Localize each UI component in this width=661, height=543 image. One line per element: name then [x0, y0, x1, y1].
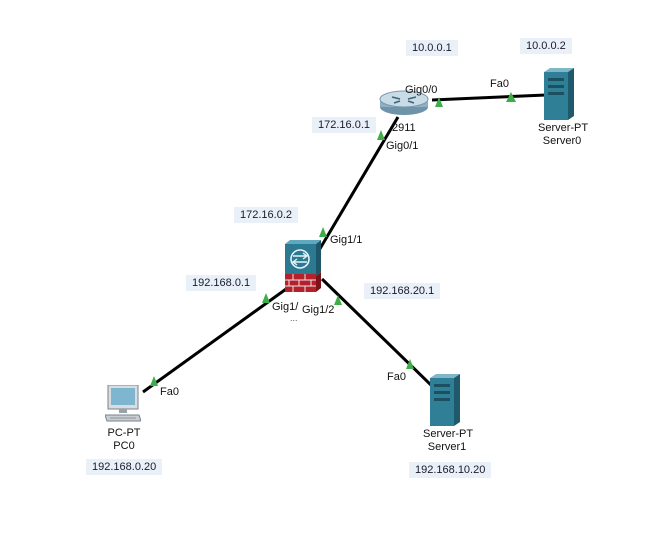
link-router-firewall[interactable]	[316, 116, 400, 253]
pc0-model: PC-PT	[107, 427, 141, 439]
port-router-gig00: Gig0/0	[405, 84, 438, 96]
server1-icon[interactable]	[430, 374, 460, 426]
server0-icon[interactable]	[544, 68, 574, 120]
port-server0-fa0: Fa0	[490, 78, 509, 90]
port-router-gig01: Gig0/1	[386, 140, 419, 152]
server1-label: Server-PT Server1	[423, 428, 474, 454]
server0-model: Server-PT	[538, 122, 589, 134]
link-status-router-gig01	[377, 130, 385, 140]
link-firewall-pc0[interactable]	[142, 277, 301, 394]
port-pc0-fa0: Fa0	[160, 386, 179, 398]
address-router-gig01: 172.16.0.1	[312, 117, 376, 133]
pc0-icon[interactable]	[104, 384, 142, 425]
address-firewall-gig11: 172.16.0.2	[234, 207, 298, 223]
link-router-server0[interactable]	[431, 93, 547, 102]
link-status-firewall-gig12	[334, 295, 342, 305]
address-pc0: 192.168.0.20	[86, 459, 163, 475]
server1-name: Server1	[427, 441, 467, 453]
pc0-label: PC-PT PC0	[104, 427, 144, 453]
address-firewall-gig12: 192.168.20.1	[364, 283, 441, 299]
address-server1: 192.168.10.20	[409, 462, 492, 478]
server0-label: Server-PT Server0	[538, 122, 589, 148]
router-model-label: 2911	[392, 122, 416, 134]
address-router-gig00: 10.0.0.1	[406, 40, 458, 56]
link-status-firewall-gig1x	[262, 293, 270, 303]
firewall-label-fragment: ...	[290, 313, 298, 323]
port-server1-fa0: Fa0	[387, 371, 406, 383]
link-status-pc0-fa0	[150, 376, 158, 386]
port-firewall-gig1x: Gig1/	[272, 301, 299, 313]
link-status-firewall-gig11	[319, 227, 327, 237]
port-firewall-gig12: Gig1/2	[302, 304, 335, 316]
link-status-server1-fa0	[406, 359, 414, 369]
port-firewall-gig11: Gig1/1	[330, 234, 363, 246]
server0-name: Server0	[542, 135, 582, 147]
router-icon[interactable]	[378, 90, 430, 116]
server1-model: Server-PT	[423, 428, 474, 440]
link-status-router-gig00	[435, 97, 443, 107]
address-server0: 10.0.0.2	[520, 38, 572, 54]
address-firewall-gig1x: 192.168.0.1	[186, 275, 257, 291]
link-status-server0-fa0	[506, 92, 516, 102]
pc0-name: PC0	[113, 440, 135, 452]
firewall-icon[interactable]	[285, 240, 321, 292]
